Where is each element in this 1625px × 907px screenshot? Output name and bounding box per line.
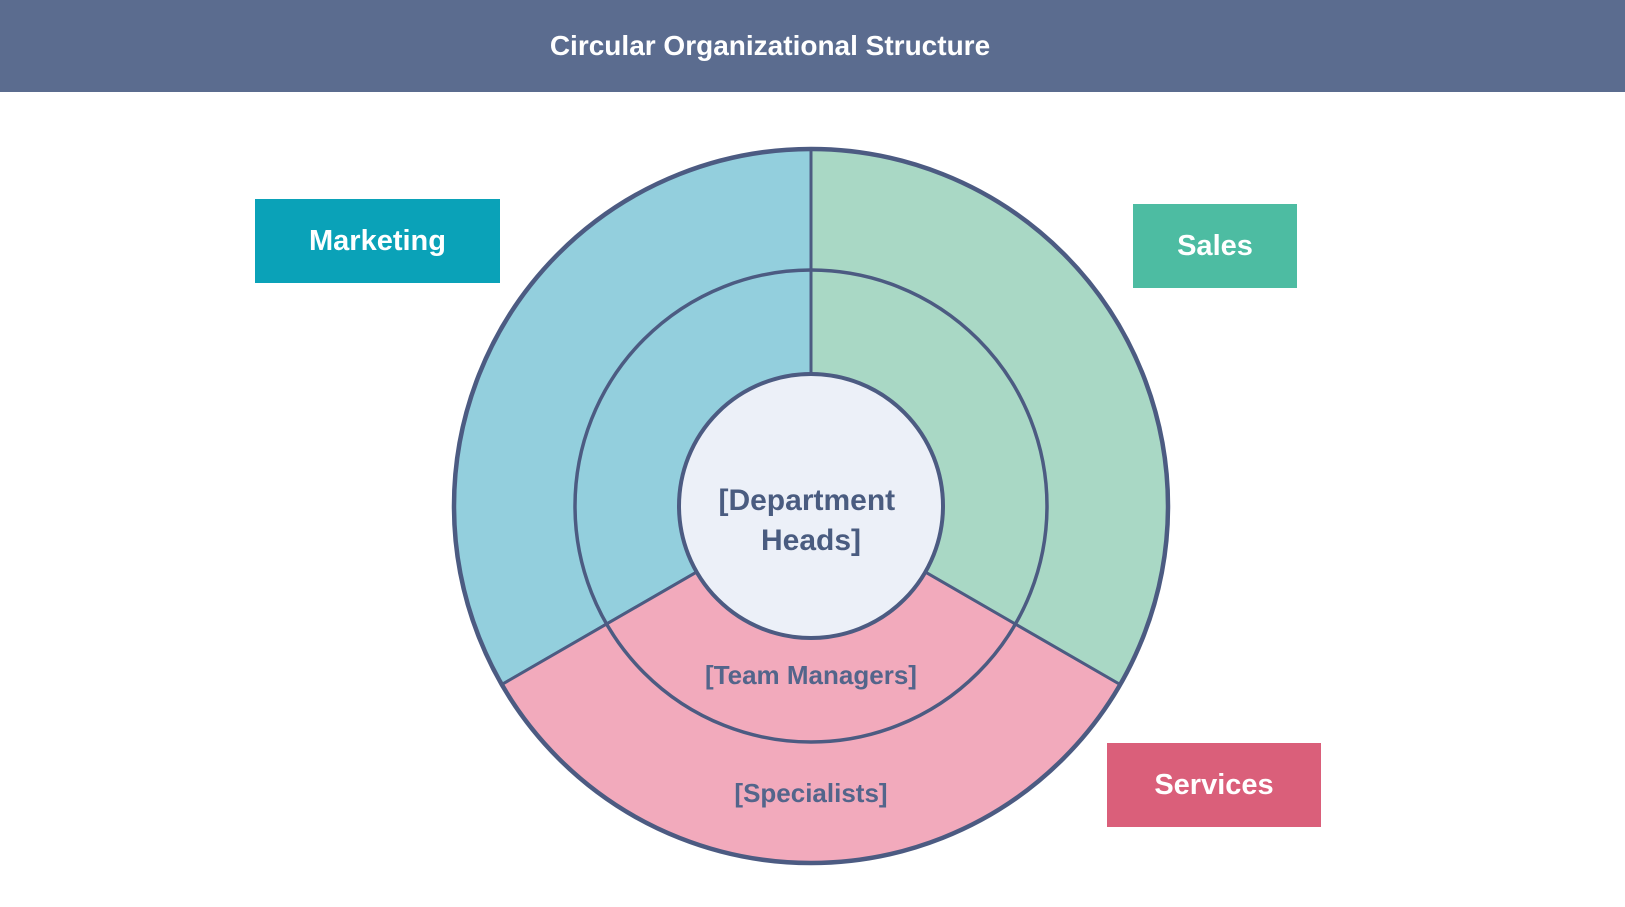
marketing-label-box: Marketing — [255, 199, 500, 283]
team-managers-label: [Team Managers] — [705, 660, 917, 690]
center-label-line1: [Department — [718, 484, 895, 517]
middle-ring-outline — [573, 268, 1049, 744]
services-label-box: Services — [1107, 743, 1321, 827]
title-bar: Circular Organizational Structure — [0, 0, 1625, 92]
specialists-label: [Specialists] — [734, 778, 887, 808]
center-circle — [677, 372, 945, 640]
page-title: Circular Organizational Structure — [549, 30, 991, 61]
center-label: [Department Heads] — [718, 484, 903, 557]
outer-ring-outline — [451, 146, 1171, 866]
sales-label-box: Sales — [1133, 204, 1297, 288]
center-label-line2: Heads] — [761, 524, 861, 557]
